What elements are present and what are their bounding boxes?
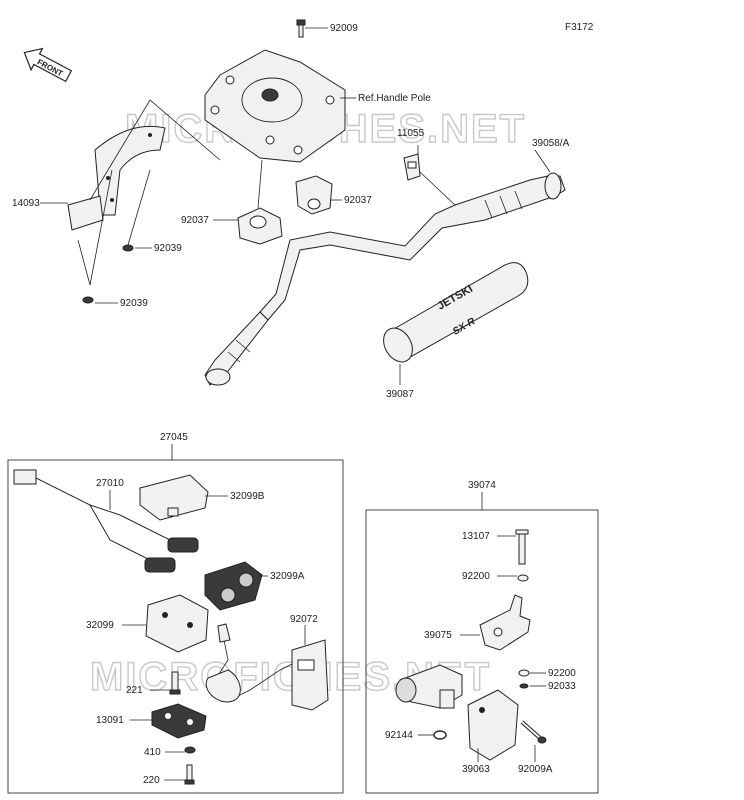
screw-220 <box>184 764 195 785</box>
label-ref-handle-pole: Ref.Handle Pole <box>358 93 431 104</box>
switch-body-32099a <box>204 561 263 611</box>
handlebar-39058 <box>204 172 566 386</box>
label-92200-a: 92200 <box>462 571 490 582</box>
throttle-lever-39075 <box>479 594 531 651</box>
spring-92144 <box>433 730 447 740</box>
label-92039-b: 92039 <box>120 298 148 309</box>
handlebar-pad-39087: JETSKI SX-R <box>383 262 529 363</box>
label-92009: 92009 <box>330 23 358 34</box>
screw-221 <box>169 671 181 695</box>
throttle-housing <box>395 664 463 709</box>
bolt-92009 <box>296 19 306 38</box>
label-39075: 39075 <box>424 630 452 641</box>
label-92037-b: 92037 <box>344 195 372 206</box>
label-92200-b: 92200 <box>548 668 576 679</box>
label-92033: 92033 <box>548 681 576 692</box>
label-220: 220 <box>143 775 160 786</box>
clip-11055 <box>403 153 421 181</box>
label-410: 410 <box>144 747 161 758</box>
label-27010: 27010 <box>96 478 124 489</box>
label-11055: 11055 <box>397 128 425 139</box>
label-39074: 39074 <box>468 480 496 491</box>
screw-92039-b <box>82 296 94 304</box>
label-92072: 92072 <box>290 614 318 625</box>
label-39087: 39087 <box>386 389 414 400</box>
label-27045: 27045 <box>160 432 188 443</box>
washer-92200-b <box>518 669 530 677</box>
label-32099b: 32099B <box>230 491 265 502</box>
circlip-92033 <box>519 683 529 689</box>
screw-92039-a <box>122 244 134 252</box>
cover-bracket-14093 <box>67 125 166 231</box>
label-39058: 39058/A <box>532 138 570 149</box>
switch-cover-32099b <box>139 474 209 521</box>
label-13107: 13107 <box>462 531 490 542</box>
label-92037-a: 92037 <box>181 215 209 226</box>
clamp-92037-upper <box>295 175 333 215</box>
switch-housing-32099 <box>145 594 209 653</box>
label-92039-a: 92039 <box>154 243 182 254</box>
figure-code: F3172 <box>565 22 594 33</box>
washer-410 <box>184 746 196 754</box>
label-14093: 14093 <box>12 198 40 209</box>
label-92144: 92144 <box>385 730 413 741</box>
switch-cable-27010 <box>13 469 199 573</box>
clamp-92037-lower <box>237 207 283 245</box>
label-39063: 39063 <box>462 764 490 775</box>
throttle-cover-39063 <box>467 689 519 761</box>
front-arrow-icon: FRONT <box>23 47 73 83</box>
handle-pole-plate <box>204 49 346 163</box>
screw-92009a <box>520 720 547 744</box>
label-13091: 13091 <box>96 715 124 726</box>
pin-13107 <box>515 529 529 565</box>
label-92009a: 92009A <box>518 764 553 775</box>
label-221: 221 <box>126 685 143 696</box>
lanyard-92072 <box>205 623 329 711</box>
washer-92200-a <box>517 574 529 582</box>
label-32099a: 32099A <box>270 571 305 582</box>
switch-plate-13091 <box>151 703 207 739</box>
throttle-group-box <box>365 509 599 794</box>
label-32099: 32099 <box>86 620 114 631</box>
switch-group-box <box>7 459 344 794</box>
